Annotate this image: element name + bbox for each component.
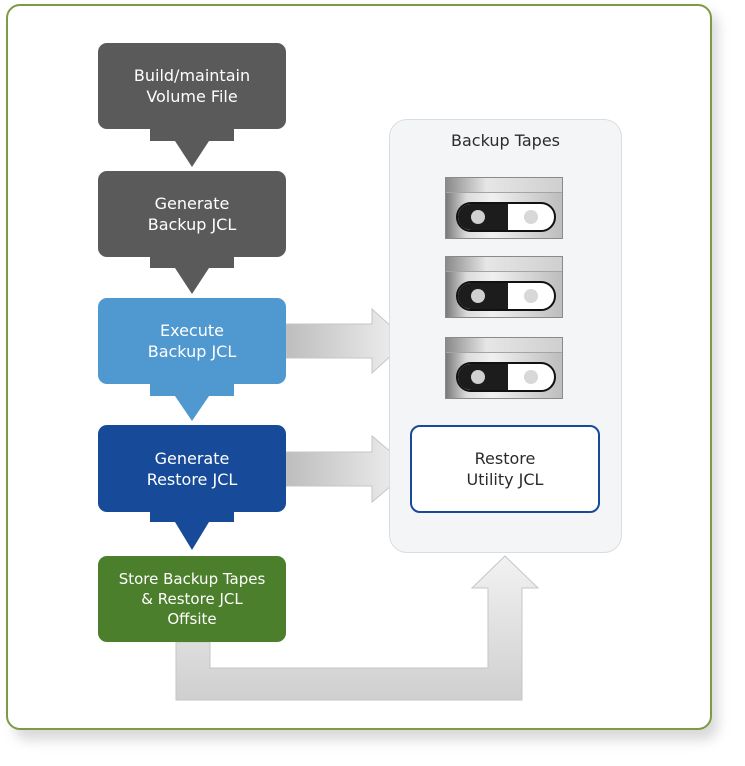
step-store-offsite: Store Backup Tapes & Restore JCL Offsite: [98, 556, 286, 642]
step-execute-backup-jcl: Execute Backup JCL: [98, 298, 286, 384]
step-generate-backup-jcl: Generate Backup JCL: [98, 171, 286, 257]
restore-utility-jcl-box: Restore Utility JCL: [410, 425, 600, 513]
step-label-line: Build/maintain: [133, 66, 251, 85]
step-label-line: Restore JCL: [146, 469, 238, 489]
restore-box-line: Utility JCL: [466, 470, 544, 489]
step-label-line: Execute: [160, 321, 224, 340]
restore-box-line: Restore: [474, 449, 536, 468]
arrow-step3-to-step4: [150, 384, 234, 421]
arrow-step4-to-step5: [150, 512, 234, 550]
arrow-step1-to-step2: [150, 129, 234, 167]
panel-title: Backup Tapes: [451, 131, 560, 150]
step-label-line: Generate: [154, 448, 230, 468]
step-build-volume-file: Build/maintain Volume File: [98, 43, 286, 129]
step-label-line: Backup JCL: [147, 215, 237, 234]
step-label-line: Store Backup Tapes: [118, 570, 266, 588]
tape-cartridge-icon: [445, 256, 563, 318]
step-label-line: Generate: [154, 194, 230, 213]
arrow-offsite-to-panel: [175, 555, 540, 701]
step-label-line: Backup JCL: [147, 342, 237, 361]
step-label-line: & Restore JCL: [141, 590, 243, 608]
step-label-line: Offsite: [167, 610, 217, 628]
arrow-step2-to-step3: [150, 257, 234, 294]
step-generate-restore-jcl: Generate Restore JCL: [98, 425, 286, 512]
tape-cartridge-icon: [445, 177, 563, 239]
step-label-line: Volume File: [146, 87, 238, 106]
tape-cartridge-icon: [445, 337, 563, 399]
